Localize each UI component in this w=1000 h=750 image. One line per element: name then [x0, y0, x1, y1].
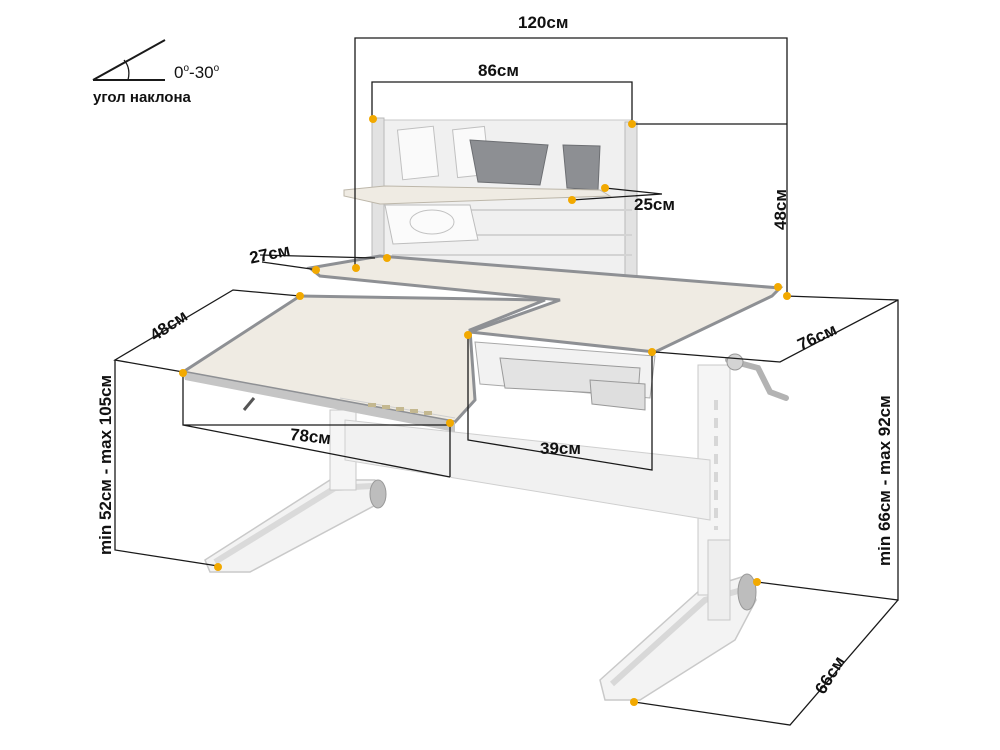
- shelf-width-label: 86см: [478, 61, 519, 80]
- dimension-markers: [179, 115, 791, 706]
- total-width-dimension: [354, 37, 788, 296]
- tilt-top-depth-dimension: [113, 289, 301, 373]
- tilt-angle-icon: [92, 39, 166, 81]
- left-height-label: min 52см - max 105см: [96, 374, 115, 555]
- side-shelf-depth-dimension: [259, 254, 376, 271]
- dimension-lines: [92, 37, 899, 726]
- shelf-height-label: 48см: [771, 189, 790, 230]
- right-top-depth-dimension: [654, 299, 899, 363]
- drawer-width-label: 39см: [540, 439, 581, 458]
- tilt-top-width-dimension: [182, 375, 451, 478]
- shelf-depth-dimension: [571, 187, 663, 201]
- base-depth-dimension: [633, 599, 899, 726]
- tilt-range-start: 0: [174, 63, 184, 82]
- desk-drawing: [179, 117, 789, 701]
- right-height-dimension: [756, 295, 899, 601]
- shelf-depth-label: 25см: [634, 195, 675, 214]
- degree-mark: o: [183, 63, 190, 74]
- right-height-label: min 66см - max 92см: [875, 395, 894, 566]
- tilt-angle-caption: угол наклона: [93, 89, 191, 106]
- left-height-dimension: [114, 360, 219, 567]
- tilt-range-label: 0o-30o: [174, 63, 220, 82]
- drawer-width-dimension: [467, 335, 653, 471]
- tilt-range-end: -30: [189, 63, 214, 82]
- tilt-top-width-label: 78см: [289, 425, 332, 449]
- shelf-width-dimension: [371, 81, 633, 124]
- degree-mark: o: [213, 63, 220, 74]
- total-width-label: 120см: [518, 13, 569, 32]
